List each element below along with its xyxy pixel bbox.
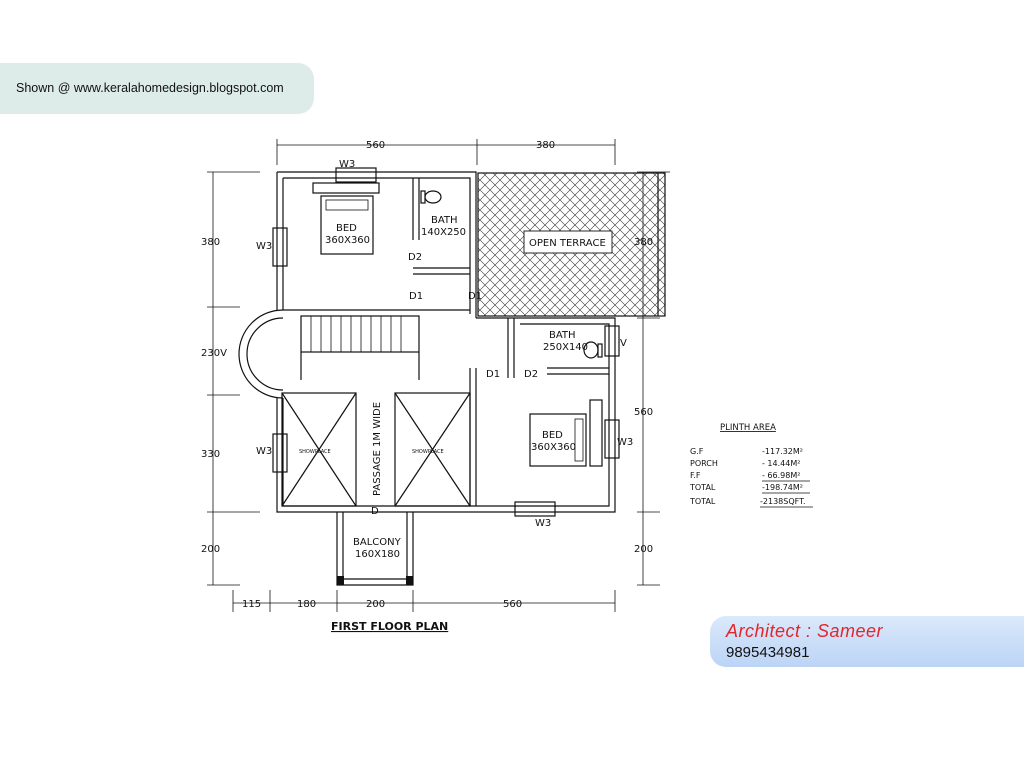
source-banner: Shown @ www.keralahomedesign.blogspot.co…: [0, 63, 314, 114]
dim-top-left: 560: [366, 140, 385, 151]
plinth-row-label: G.F: [690, 447, 704, 456]
plinth-row-label: PORCH: [690, 459, 718, 468]
walls: [238, 171, 616, 586]
mark-w3-right: W3: [617, 437, 633, 448]
dim-bottom-4: 560: [503, 599, 522, 610]
toilet-icon: [420, 190, 442, 204]
mark-d: D: [371, 506, 379, 517]
label-skylight-2: SHOWPLACE: [412, 449, 444, 455]
dim-left-3: 330: [201, 449, 220, 460]
mark-w3-left-2: W3: [256, 446, 272, 457]
source-banner-text: Shown @ www.keralahomedesign.blogspot.co…: [16, 81, 284, 95]
label-bath-2-size: 250X140: [543, 342, 588, 353]
plan-title: FIRST FLOOR PLAN: [331, 620, 448, 633]
mark-w3-bottom: W3: [535, 518, 551, 529]
dim-bottom-2: 180: [297, 599, 316, 610]
label-bed-2: BED: [542, 430, 563, 441]
mark-d2-a: D2: [408, 252, 422, 263]
label-bed-1-size: 360X360: [325, 235, 370, 246]
mark-w3-top: W3: [339, 159, 355, 170]
plinth-row-value: -117.32M²: [762, 447, 803, 456]
windows: [272, 167, 620, 517]
mark-d2-b: D2: [524, 369, 538, 380]
dim-left-1: 380: [201, 237, 220, 248]
dimension-labels: 560 380 380 230V 330 200 380 560 200 115…: [201, 140, 653, 610]
mark-w3-left-1: W3: [256, 241, 272, 252]
dim-right-3: 200: [634, 544, 653, 555]
plinth-row-value: - 14.44M²: [762, 459, 800, 468]
bed-icon: [312, 182, 380, 255]
dim-bottom-1: 115: [242, 599, 261, 610]
label-bed-2-size: 360X360: [531, 442, 576, 453]
plinth-area-table: PLINTH AREA G.F -117.32M² PORCH - 14.44M…: [689, 423, 813, 508]
architect-credit: Architect : Sameer 9895434981: [710, 616, 1024, 667]
dim-bottom-3: 200: [366, 599, 385, 610]
plinth-row-label: TOTAL: [689, 497, 716, 506]
mark-d1-a: D1: [409, 291, 423, 302]
room-labels: BED 360X360 BATH 140X250 OPEN TERRACE BA…: [299, 215, 606, 560]
toilet-icon: [583, 341, 603, 359]
plinth-row-value: -198.74M²: [762, 483, 803, 492]
mark-v: V: [620, 338, 627, 349]
label-passage: PASSAGE 1M WIDE: [372, 402, 383, 496]
label-skylight-1: SHOWPLACE: [299, 449, 331, 455]
dim-right-1: 380: [634, 237, 653, 248]
skylights: [281, 392, 471, 507]
label-terrace: OPEN TERRACE: [529, 238, 606, 249]
architect-phone: 9895434981: [726, 644, 810, 661]
label-bath-2: BATH: [549, 330, 576, 341]
mark-d1-c: D1: [486, 369, 500, 380]
plinth-row-label: TOTAL: [689, 483, 716, 492]
dim-right-2: 560: [634, 407, 653, 418]
dim-left-2: 230V: [201, 348, 227, 359]
plinth-title: PLINTH AREA: [720, 423, 776, 433]
dim-top-right: 380: [536, 140, 555, 151]
bed-icon: [529, 399, 603, 467]
label-balcony: BALCONY: [353, 537, 402, 548]
plinth-row-label: F.F: [690, 471, 701, 480]
label-bed-1: BED: [336, 223, 357, 234]
architect-name: Architect : Sameer: [726, 621, 884, 641]
dim-left-4: 200: [201, 544, 220, 555]
mark-d1-b: D1: [468, 291, 482, 302]
label-balcony-size: 160X180: [355, 549, 400, 560]
label-bath-1: BATH: [431, 215, 458, 226]
plinth-row-value: -2138SQFT.: [760, 497, 806, 506]
label-bath-1-size: 140X250: [421, 227, 466, 238]
plinth-row-value: - 66.98M²: [762, 471, 800, 480]
opening-marks: W3 W3 W3 W3 W3 D2 D1 D1 D1 D2 V D: [256, 159, 633, 529]
